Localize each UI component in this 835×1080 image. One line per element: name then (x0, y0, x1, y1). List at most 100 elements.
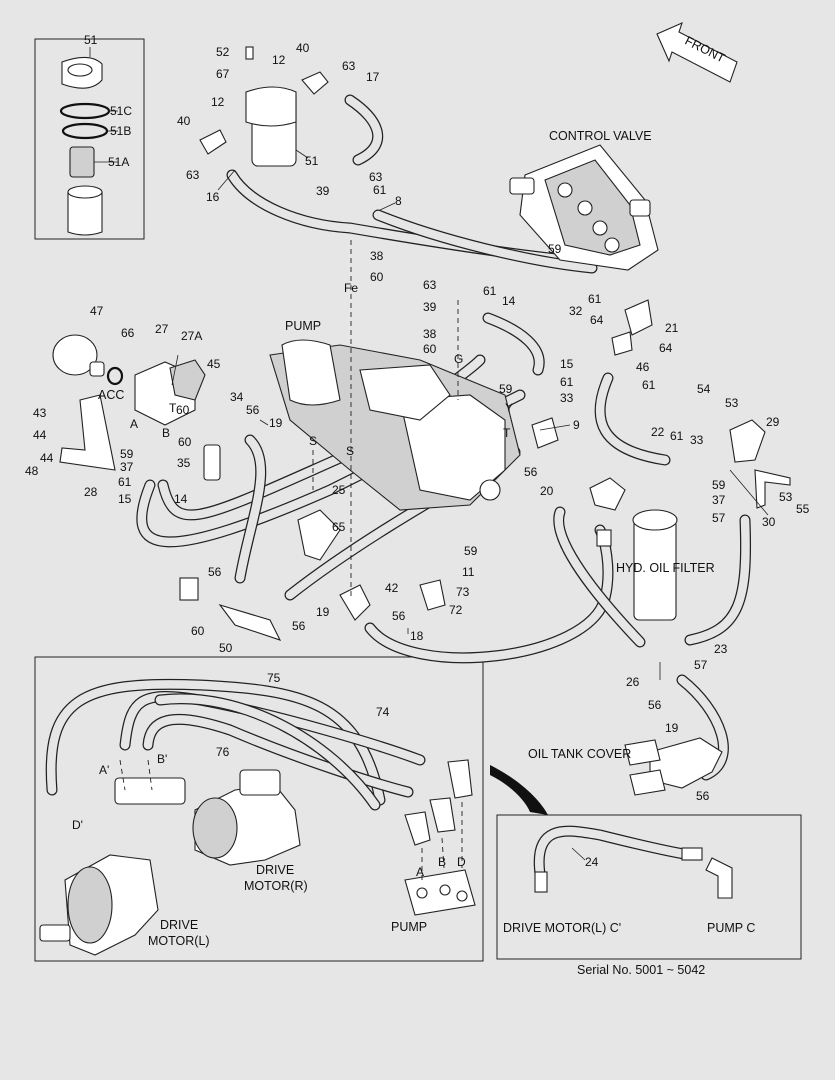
center-lines (119, 240, 463, 880)
callout-42: 42 (385, 581, 399, 595)
label-control-valve: CONTROL VALVE (549, 129, 652, 143)
callout-33-22: 33 (690, 433, 704, 447)
port-t-solenoid: T (169, 401, 177, 415)
label-pump-c: PUMP C (707, 921, 755, 935)
callout-66: 66 (121, 326, 135, 340)
label-drive-motor-lc: DRIVE MOTOR(L) C' (503, 921, 621, 935)
port-b-solenoid: B (162, 426, 170, 440)
callout-56-sol: 56 (246, 403, 260, 417)
pump-port-plate (404, 869, 476, 916)
label-pump-lower: PUMP (391, 920, 427, 934)
callout-61-mid: 61 (373, 183, 387, 197)
callout-46: 46 (636, 360, 650, 374)
callout-11: 11 (462, 565, 475, 579)
callout-76: 76 (216, 745, 230, 759)
callout-43: 43 (33, 406, 47, 420)
callout-19-mid: 19 (316, 605, 330, 619)
callout-54: 54 (697, 382, 711, 396)
port-letters: Fe G S S Y T T A B A' B' D' A B D (72, 281, 513, 879)
callout-22: 22 (651, 425, 665, 439)
pump-port-elbows (404, 759, 473, 846)
port-fe: Fe (344, 281, 358, 295)
hose-24 (533, 825, 733, 899)
callout-59-y: 59 (499, 382, 513, 396)
callout-14-left: 14 (174, 492, 188, 506)
callout-60-top: 60 (370, 270, 384, 284)
filter-kit-parts (59, 56, 111, 236)
callout-59-cv: 59 (548, 242, 562, 256)
callout-52: 52 (216, 45, 230, 59)
port-s-lower: S (346, 444, 354, 458)
fitting-9 (531, 417, 559, 449)
port-a-pump: A (416, 865, 424, 879)
callout-21: 21 (665, 321, 679, 335)
fitting-72 (419, 579, 446, 611)
callout-30: 30 (762, 515, 776, 529)
callout-19-top: 19 (269, 416, 283, 430)
callout-19-low: 19 (665, 721, 679, 735)
callout-56-left: 56 (208, 565, 222, 579)
fitting-35 (203, 444, 221, 481)
port-b-pump: B (438, 855, 446, 869)
callout-37-left: 37 (120, 460, 134, 474)
callout-75: 75 (267, 671, 281, 685)
callout-60-sol-b: 60 (178, 435, 192, 449)
callout-44-b: 44 (40, 451, 54, 465)
port-a-prime: A' (99, 763, 109, 777)
fitting-65 (297, 509, 341, 561)
filter-51 (199, 46, 329, 167)
curved-arrow (490, 765, 548, 815)
port-d-prime: D' (72, 818, 83, 832)
label-drive-motor-r-line2: MOTOR(R) (244, 879, 308, 893)
callout-61-y: 61 (560, 375, 574, 389)
callout-57-right: 57 (712, 511, 726, 525)
callout-51a: 51A (108, 155, 129, 169)
callout-60-low: 60 (191, 624, 205, 638)
callout-57-low: 57 (694, 658, 708, 672)
port-g: G (454, 352, 463, 366)
drive-motor-l (39, 854, 159, 956)
callout-12-top: 12 (272, 53, 286, 67)
callout-63-left: 63 (186, 168, 200, 182)
callout-39-pump: 39 (423, 300, 437, 314)
port-a-solenoid: A (130, 417, 138, 431)
callout-15-left: 15 (118, 492, 132, 506)
callout-64-b: 64 (659, 341, 673, 355)
port-b-prime: B' (157, 752, 167, 766)
callout-51-main: 51 (305, 154, 319, 168)
fitting-21 (611, 299, 653, 356)
bracket-30 (754, 469, 791, 509)
callout-51-kit: 51 (84, 33, 98, 47)
callout-53-top: 53 (725, 396, 739, 410)
label-acc: ACC (98, 388, 124, 402)
callout-9: 9 (573, 418, 580, 432)
callout-59-right: 59 (712, 478, 726, 492)
callout-27: 27 (155, 322, 169, 336)
callout-56-low-a: 56 (292, 619, 306, 633)
callout-64-a: 64 (590, 313, 604, 327)
inset-frame-hose-24 (496, 814, 802, 960)
callout-53-right: 53 (779, 490, 793, 504)
callout-63-mid: 63 (369, 170, 383, 184)
callout-38-pump: 38 (423, 327, 437, 341)
callout-56-tank-a: 56 (648, 698, 662, 712)
callout-61-left: 61 (118, 475, 132, 489)
callout-26: 26 (626, 675, 640, 689)
callout-67: 67 (216, 67, 230, 81)
port-d-pump: D (457, 855, 466, 869)
callout-56-pump: 56 (524, 465, 538, 479)
callout-50: 50 (219, 641, 233, 655)
label-drive-motor-l-line2: MOTOR(L) (148, 934, 210, 948)
port-y: Y (505, 401, 513, 415)
callout-15-top: 15 (560, 357, 574, 371)
callout-73: 73 (456, 585, 470, 599)
callout-34: 34 (230, 390, 244, 404)
callout-35: 35 (177, 456, 191, 470)
callout-8: 8 (395, 194, 402, 208)
callout-56-low-b: 56 (392, 609, 406, 623)
callout-59-center: 59 (464, 544, 478, 558)
callout-40-left: 40 (177, 114, 191, 128)
callout-59-left: 59 (120, 447, 134, 461)
callout-29: 29 (766, 415, 780, 429)
